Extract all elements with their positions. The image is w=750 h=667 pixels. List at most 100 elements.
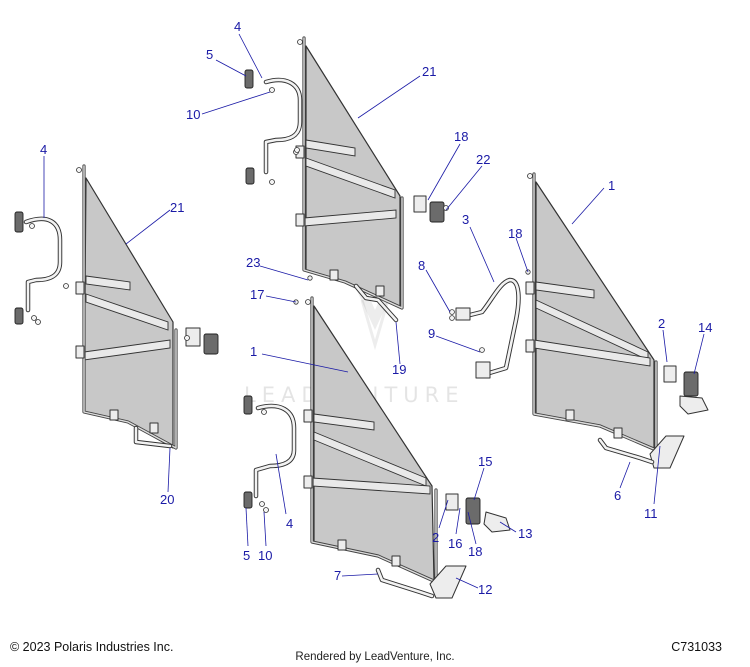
leader-c21 [473,467,485,501]
bracket-plate [245,167,255,185]
callout-c7: 4 [40,142,47,157]
leader-c20 [693,333,705,375]
callout-c6: 4 [234,19,241,34]
leader-c16 [263,511,267,547]
leader-c10 [245,507,249,547]
net-frame-highlight [303,37,403,309]
callout-c13: 8 [418,258,425,273]
callout-c15: 10 [186,107,200,122]
bracket-plate [244,69,254,89]
net-tab [329,269,339,281]
callout-c4: 2 [432,530,439,545]
latch-plate [663,365,677,383]
callout-c28: 20 [160,492,174,507]
net-clip [525,339,535,353]
bracket-plate [243,395,253,415]
fastener [63,283,69,289]
net-frame-highlight [533,173,657,451]
bracket-tube [263,77,303,175]
fastener [269,179,275,185]
net-tab [109,409,119,421]
callout-labels: 1 1 2 2 3 4 4 4 5 5 6 7 8 9 10 10 11 12 … [40,19,712,597]
fastener [307,275,313,281]
bar-mount [475,361,491,379]
leader-c23 [265,295,297,303]
door-bracket-top [244,69,303,185]
latch-handle [465,497,481,525]
leader-c8 [275,453,287,515]
leader-lines [43,33,705,589]
latch-handle [203,333,219,355]
callout-c21: 15 [478,454,492,469]
bar-mount [455,307,471,321]
net-strap [535,281,595,299]
net-tab [375,285,385,297]
latch-handle [683,371,699,397]
fastener [297,39,303,45]
callout-c32: 23 [246,255,260,270]
door-handle [483,511,511,533]
door-rod-7 [375,567,435,599]
net-assembly-right [525,172,709,469]
leader-c25 [515,237,529,273]
callout-c27: 19 [392,362,406,377]
leader-c29 [357,75,421,119]
fastener [263,507,269,513]
latch-plate [413,195,427,213]
net-strap [85,293,169,331]
fastener [527,173,533,179]
bracket-tube-inner [24,217,62,312]
leader-c12 [341,573,379,577]
fastener [305,299,311,305]
callout-c25: 18 [508,226,522,241]
callout-c10: 5 [243,548,250,563]
door-handle [679,395,709,415]
leader-c30 [125,209,171,245]
fastener [261,409,267,415]
grab-bar-inner [464,278,520,376]
callout-c30: 21 [170,200,184,215]
net-tab [613,427,623,439]
trim-piece [429,565,467,599]
net-clip [295,213,305,227]
leader-c5 [469,226,495,283]
fastener [443,205,449,211]
net-tab [565,409,575,421]
callout-c5: 3 [462,212,469,227]
callout-c9: 5 [206,47,213,62]
door-rod-19 [353,283,399,323]
fastener [184,335,190,341]
net-clip [303,409,313,423]
leader-c4 [438,499,449,529]
door-bracket-left [14,211,63,325]
copyright-text: © 2023 Polaris Industries Inc. [10,640,174,654]
bracket-plate [14,307,24,325]
fastener [449,315,455,321]
callout-c17: 11 [644,506,658,521]
callout-c23: 17 [250,287,264,302]
callout-c26: 18 [468,544,482,559]
leader-c13 [425,269,451,313]
callout-c20: 14 [698,320,712,335]
net-assembly-left [63,164,219,450]
bracket-tube-inner [264,78,302,174]
rendered-by-text: Rendered by LeadVenture, Inc. [295,651,455,663]
leader-c15 [201,91,271,115]
callout-c11: 6 [614,488,621,503]
leader-c6 [238,33,263,79]
leader-c32 [259,265,309,281]
fastener [76,167,82,173]
door-rod-6 [597,437,655,465]
bracket-tube-inner [254,404,296,498]
net-strap [305,157,396,199]
fastener [294,147,300,153]
net-tab [391,555,401,567]
grab-bar [463,277,521,377]
leader-c14 [435,335,481,353]
latch-plate [445,493,459,511]
fastener [479,347,485,353]
callout-c19: 13 [518,526,532,541]
net-assembly-bottom [293,275,511,599]
net-rod-inner [354,284,398,322]
leader-c18 [455,577,479,589]
